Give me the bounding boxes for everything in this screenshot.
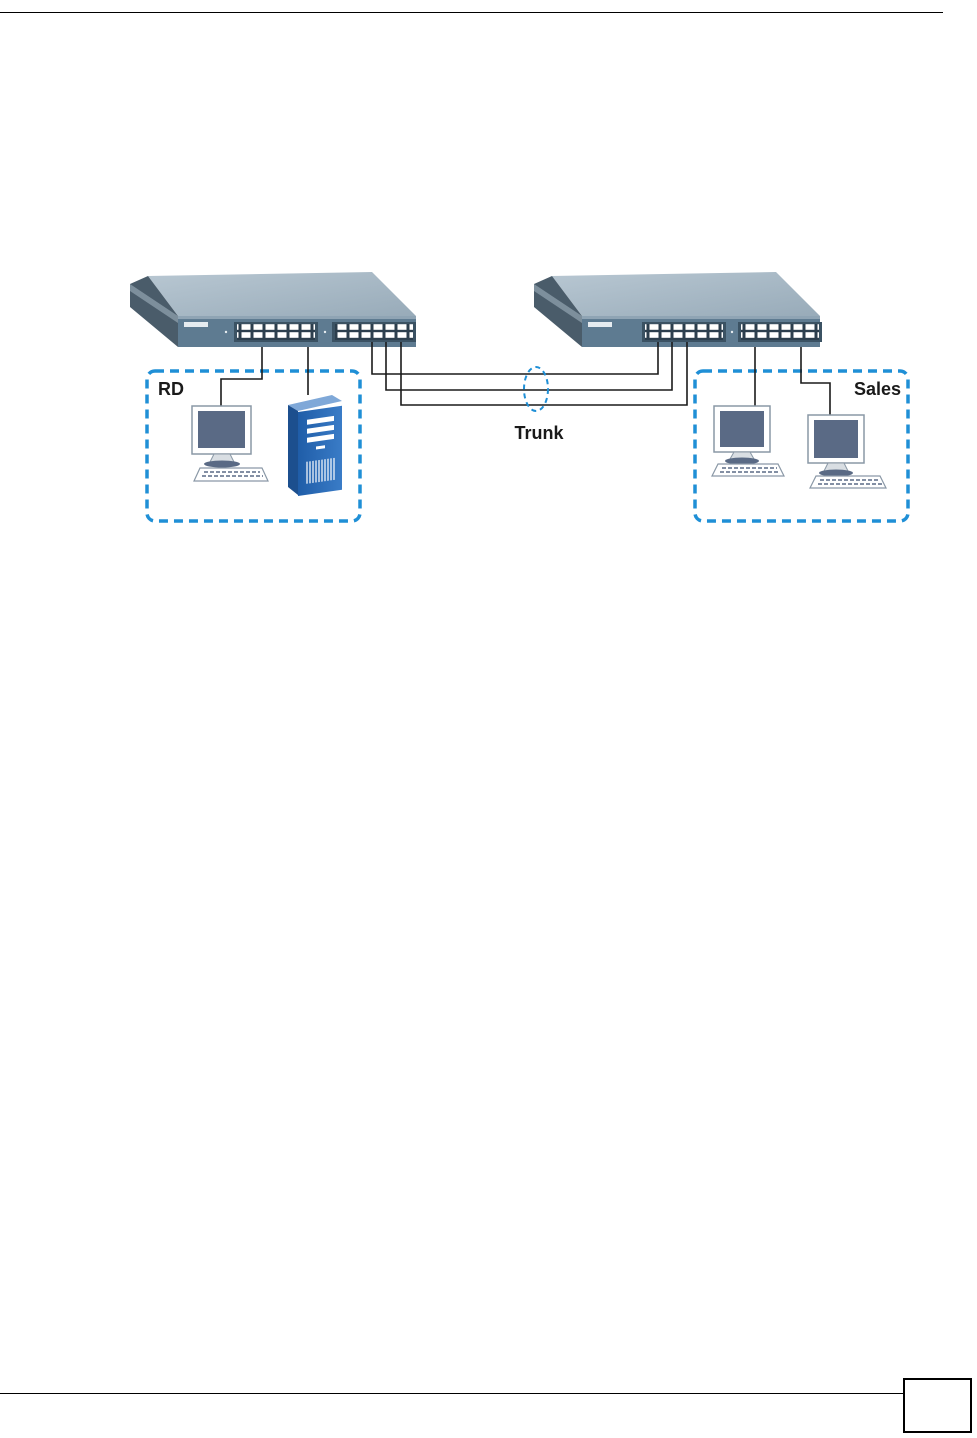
page-number-box — [903, 1378, 972, 1433]
rd-label: RD — [158, 379, 184, 399]
header-rule — [0, 12, 943, 13]
trunk-diagram: RD Sales Trunk — [120, 243, 910, 526]
switch-right — [534, 272, 822, 347]
trunk-label: Trunk — [514, 423, 564, 443]
switch-left — [130, 272, 416, 347]
rd-workstation — [192, 406, 268, 481]
footer-rule — [0, 1393, 903, 1394]
rd-tower-server — [288, 395, 342, 496]
sales-label: Sales — [854, 379, 901, 399]
sales-workstation-2 — [808, 415, 886, 488]
sales-workstation-1 — [712, 406, 784, 476]
